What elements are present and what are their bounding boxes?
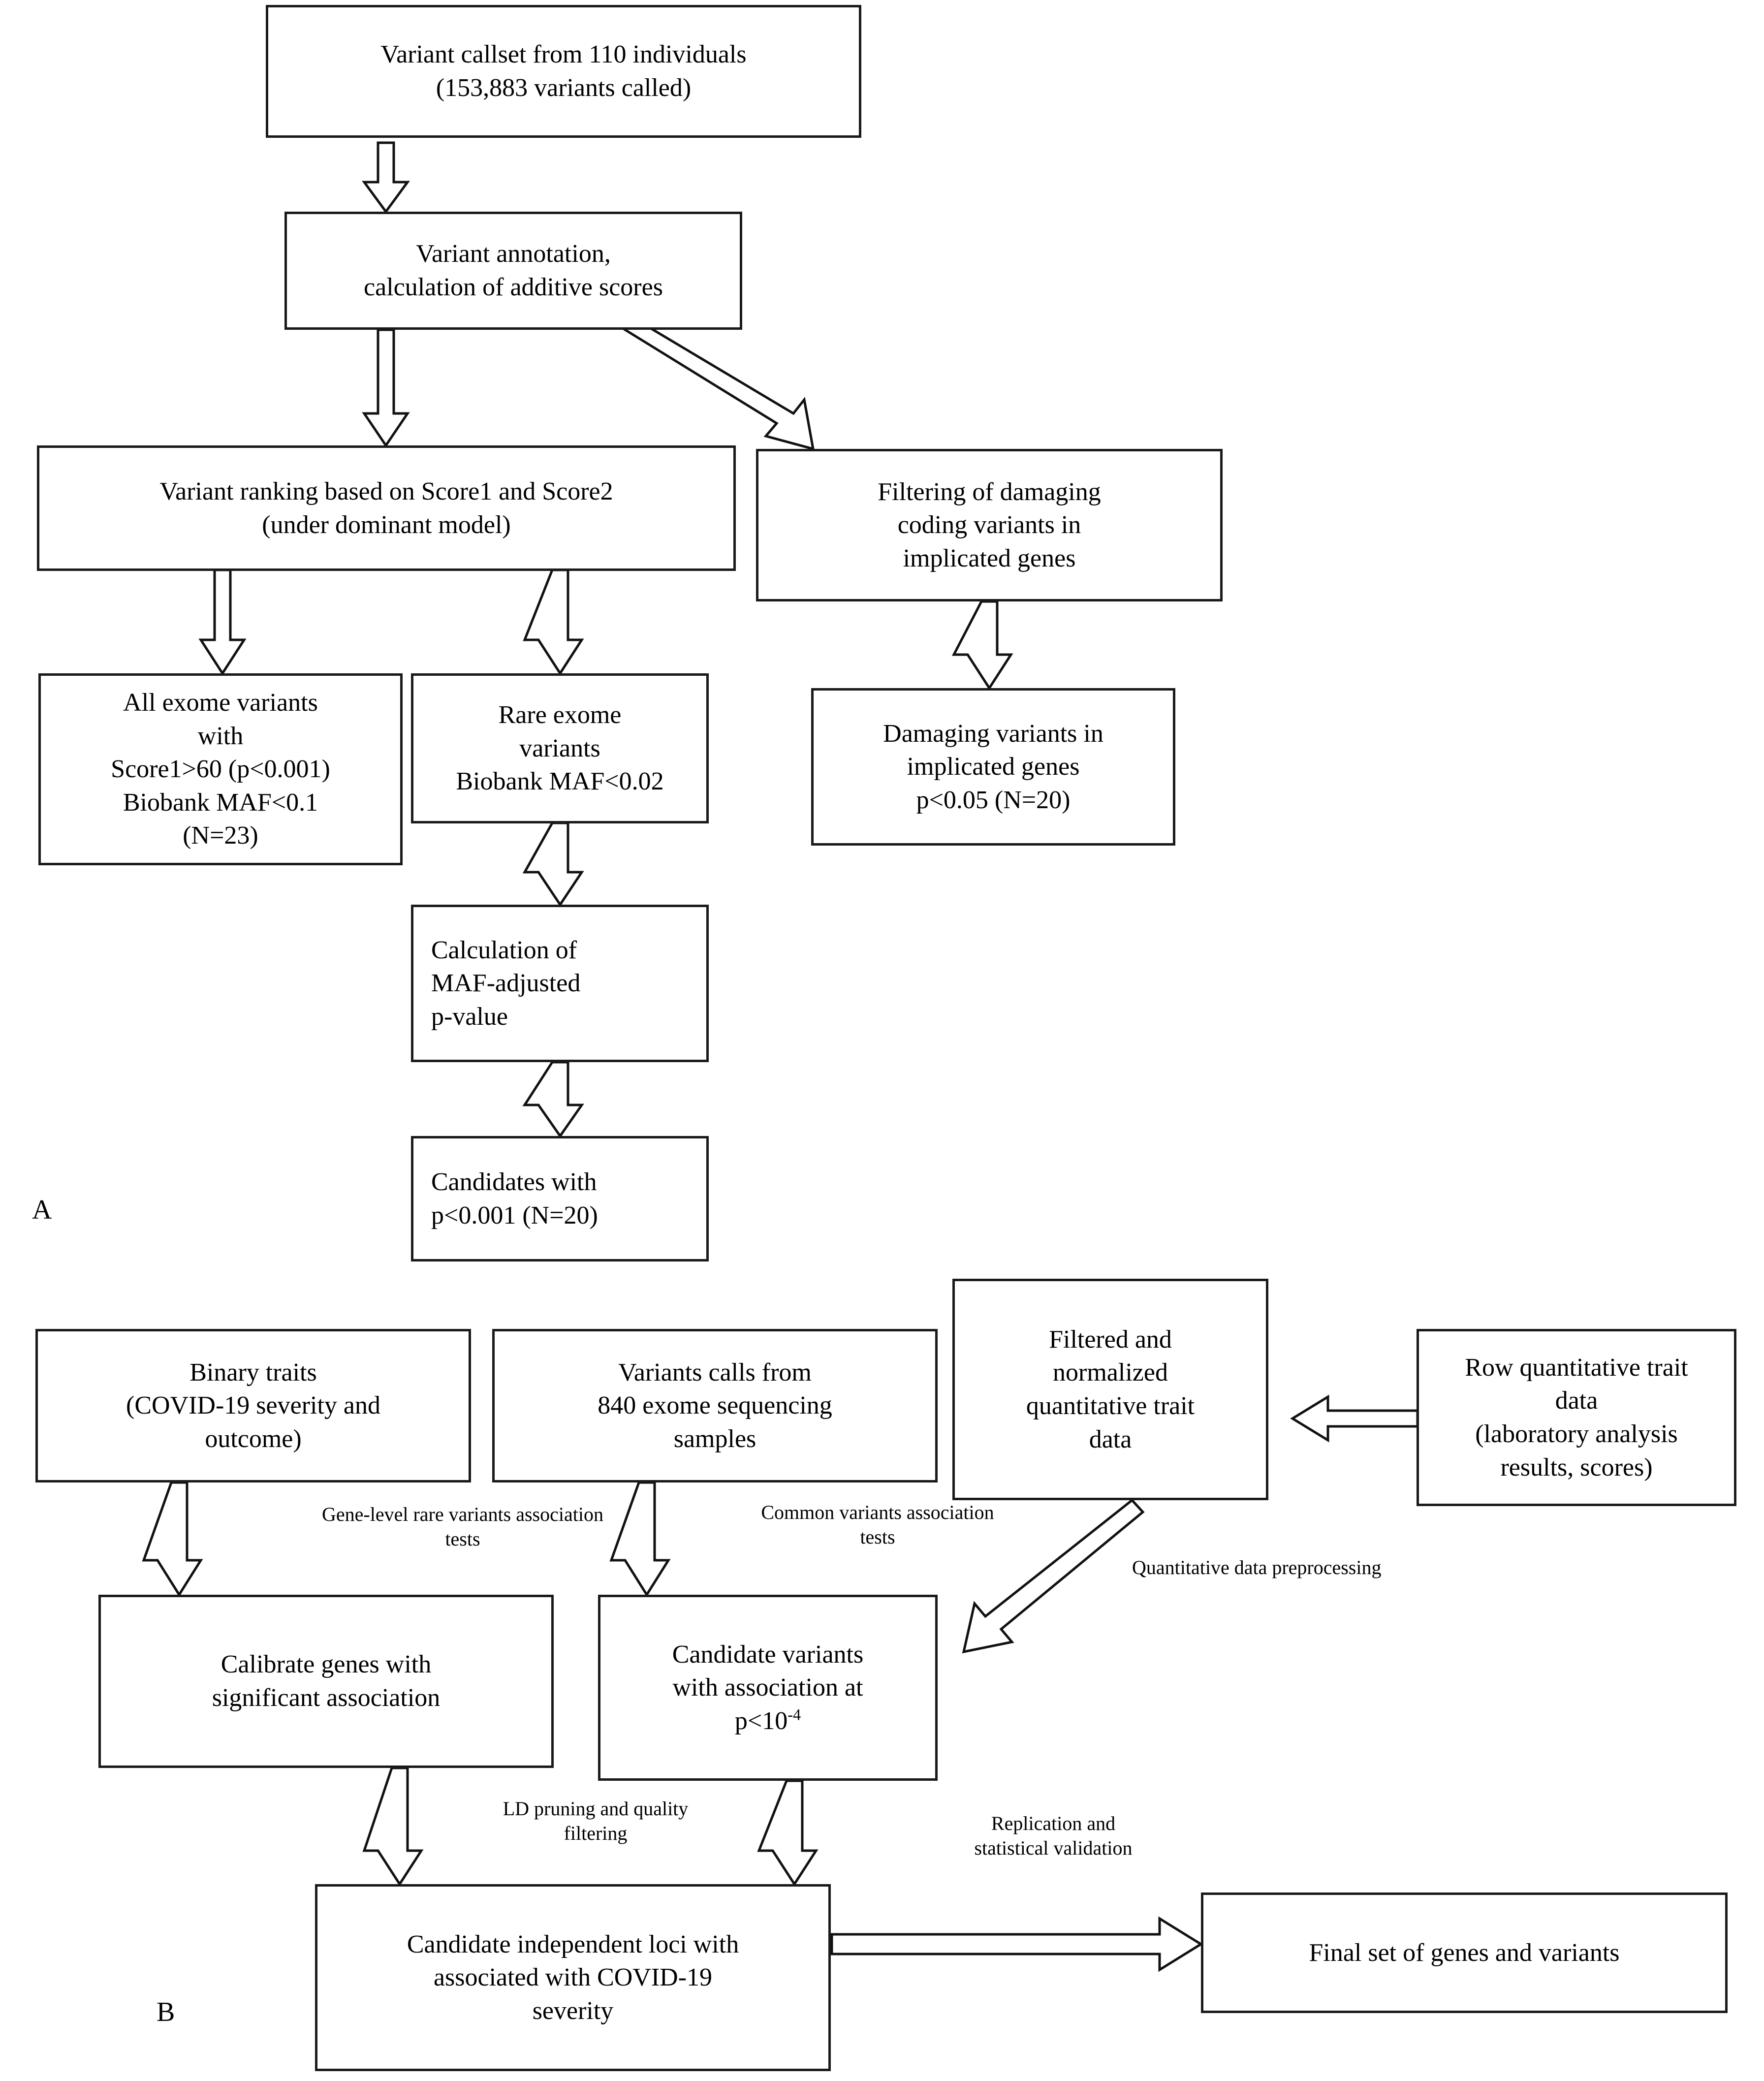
edge-label-ld-pruning: LD pruning and quality filtering [503,1797,689,1844]
node-filtering-damaging-coding: Filtering of damaging coding variants in… [756,449,1223,601]
edge-label-quantitative-preprocessing: Quantitative data preprocessing [1132,1556,1382,1578]
node-variant-ranking: Variant ranking based on Score1 and Scor… [37,445,736,571]
node-candidates-pvalue: Candidates with p<0.001 (N=20) [411,1136,709,1261]
arrow-loci-to-final [830,1916,1203,1972]
arrow-rare-to-maf [522,821,584,907]
node-damaging-variants-implicated: Damaging variants in implicated genes p<… [811,688,1175,846]
node-variant-annotation: Variant annotation, calculation of addit… [284,212,742,330]
arrow-callset-to-annotation [362,141,410,214]
arrow-annotation-to-ranking [362,328,410,448]
node-calibrate-genes: Calibrate genes with significant associa… [98,1595,554,1768]
node-binary-traits: Binary traits (COVID-19 severity and out… [35,1329,471,1482]
node-filtered-normalized-quant: Filtered and normalized quantitative tra… [952,1279,1268,1500]
node-rare-exome-variants: Rare exome variants Biobank MAF<0.02 [411,673,709,823]
panel-label-b: B [157,1997,175,2027]
node-maf-adjusted-pvalue: Calculation of MAF-adjusted p-value [411,905,709,1062]
node-candidate-variants-p10-4: Candidate variants with association at p… [598,1595,938,1781]
arrow-ranking-to-all-exome [198,568,247,676]
edge-label-common-variants-tests: Common variants association tests [761,1501,994,1548]
node-candidate-independent-loci: Candidate independent loci with associat… [315,1884,831,2071]
edge-label-replication-validation: Replication and statistical validation [974,1812,1133,1859]
arrow-annotation-to-filtering [623,317,815,451]
node-final-set: Final set of genes and variants [1201,1892,1728,2013]
arrow-filtering-to-damaging [951,600,1013,691]
node-row-quantitative-trait-data: Row quantitative trait data (laboratory … [1417,1329,1736,1506]
arrow-rowquant-to-filtered [1290,1394,1419,1443]
arrow-maf-to-candidates [522,1061,584,1138]
node-all-exome-variants: All exome variants with Score1>60 (p<0.0… [38,673,403,865]
arrow-candidatevariants-to-loci [757,1779,819,1887]
node-variant-calls-840: Variants calls from 840 exome sequencing… [492,1329,938,1482]
exponent-superscript: -4 [788,1705,801,1724]
arrow-ranking-to-rare-exome [523,568,584,676]
arrow-binary-to-calibrate [142,1481,203,1597]
edge-label-gene-level-tests: Gene-level rare variants association tes… [322,1503,603,1550]
arrow-calibrate-to-loci [362,1766,424,1887]
node-variant-callset: Variant callset from 110 individuals (15… [266,5,861,138]
panel-label-a: A [32,1195,52,1225]
